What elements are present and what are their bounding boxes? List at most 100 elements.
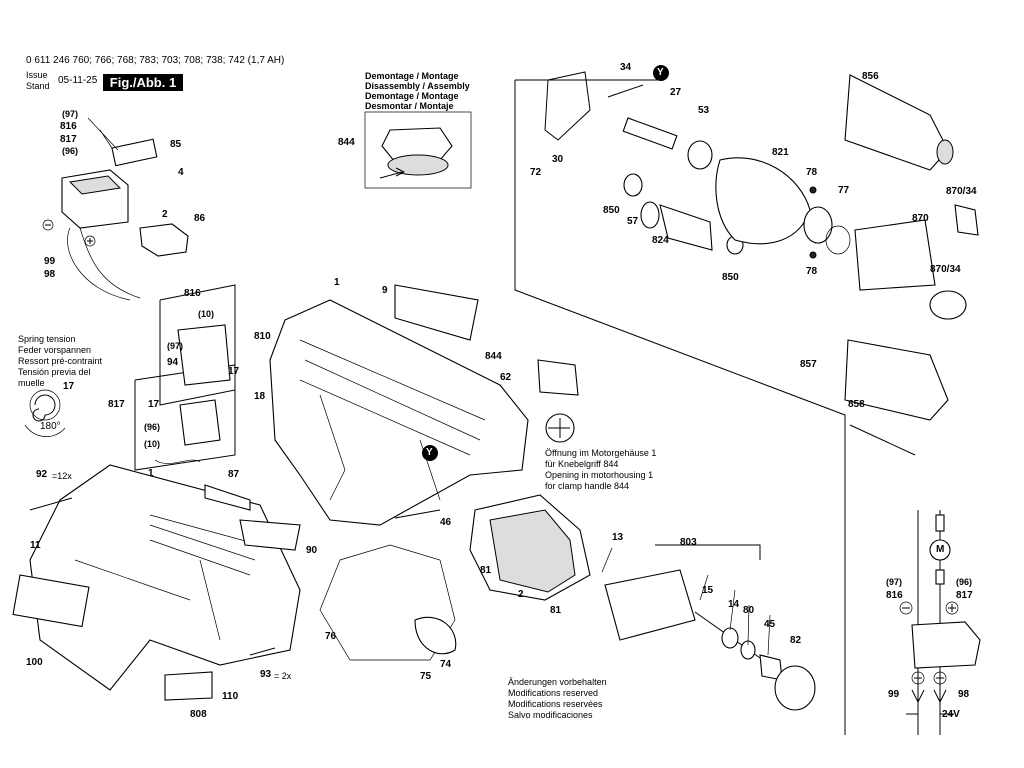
callout: 53 (698, 105, 710, 116)
callout: 817 (108, 399, 125, 410)
schematic-label: 816 (886, 590, 903, 601)
callout: 11 (30, 540, 41, 551)
callout: 1 (148, 468, 154, 479)
model-line: 0 611 246 760; 766; 768; 783; 703; 708; … (26, 55, 285, 66)
issue-label: Issue (26, 70, 48, 80)
callout: 77 (838, 185, 850, 196)
disassembly-note-1: Demontage / Montage (365, 71, 459, 81)
callout: 850 (722, 272, 739, 283)
callout: 78 (806, 266, 818, 277)
y-marker: Y (657, 67, 664, 78)
schematic-label: 98 (958, 689, 970, 700)
callout: 57 (627, 216, 639, 227)
opening-note-2: für Knebelgriff 844 (545, 459, 619, 469)
callout: 100 (26, 657, 43, 668)
callout: 13 (612, 532, 624, 543)
callout: 75 (420, 671, 432, 682)
callout: 870 (912, 213, 929, 224)
callout: 856 (862, 71, 879, 82)
callout: (96) (144, 422, 161, 432)
callout: 81 (550, 605, 562, 616)
spring-note-1: Spring tension (18, 334, 76, 344)
callout: 17 (148, 399, 160, 410)
callout: 9 (382, 285, 388, 296)
schematic-label: (97) (886, 577, 903, 587)
opening-note-4: for clamp handle 844 (545, 481, 630, 491)
callout: 78 (806, 167, 818, 178)
disassembly-note-3: Demontage / Montage (365, 91, 459, 101)
callout: 90 (306, 545, 318, 556)
callout: 74 (440, 659, 452, 670)
opening-note-1: Öffnung im Motorgehäuse 1 (545, 448, 657, 458)
schematic-label: 99 (888, 689, 900, 700)
callout: 850 (603, 205, 620, 216)
callout: 34 (620, 62, 632, 73)
callout: 72 (530, 167, 542, 178)
callout: 94 (167, 357, 179, 368)
changes-note-3: Modifications reservées (508, 699, 603, 709)
callout: 844 (485, 351, 502, 362)
callout: 110 (222, 691, 239, 702)
callout: (97) (62, 109, 79, 119)
motor-icon (929, 539, 951, 561)
callout: (10) (144, 439, 161, 449)
schematic-label: (96) (956, 577, 973, 587)
callout: 62 (500, 372, 512, 383)
spring-note-2: Feder vorspannen (18, 345, 92, 355)
figure-label: Fig./Abb. 1 (103, 74, 183, 91)
spring-note-5: muelle (18, 378, 45, 388)
callout: 870/34 (930, 264, 961, 275)
spring-note-3: Ressort pré-contraint (18, 356, 103, 366)
callout: 821 (772, 147, 789, 158)
callout: 858 (848, 399, 865, 410)
callout: 17 (228, 366, 240, 377)
opening-note-3: Opening in motorhousing 1 (545, 470, 654, 480)
motor-symbol: M (936, 544, 945, 555)
callout: = 2x (274, 671, 292, 681)
callout: 1 (334, 277, 340, 288)
callout: 810 (254, 331, 271, 342)
callout: 14 (728, 599, 740, 610)
schematic-label: 24V (942, 709, 960, 720)
callout: 816 (184, 288, 201, 299)
callout: 45 (764, 619, 776, 630)
callout: (96) (62, 146, 79, 156)
schematic-label: 817 (956, 590, 973, 601)
callout: =12x (52, 471, 72, 481)
changes-note-1: Änderungen vorbehalten (508, 677, 607, 687)
y-marker: Y (426, 447, 433, 458)
angle-label: 180° (40, 421, 61, 432)
armature (604, 569, 696, 641)
callout: 30 (552, 154, 564, 165)
disassembly-note-2: Disassembly / Assembly (365, 81, 470, 91)
callout: 76 (325, 631, 337, 642)
callout: 803 (680, 537, 697, 548)
callout: 93 (260, 669, 272, 680)
callout: 15 (702, 585, 714, 596)
callout: 81 (480, 565, 492, 576)
callout: 857 (800, 359, 817, 370)
changes-note-2: Modifications reserved (508, 688, 599, 698)
issue-date: 05-11-25 (58, 75, 98, 86)
motor-housing (269, 299, 529, 526)
callout: (97) (167, 341, 184, 351)
callout: 85 (170, 139, 182, 150)
callout: 870/34 (946, 186, 977, 197)
callout: 824 (652, 235, 669, 246)
callout: (10) (198, 309, 215, 319)
callout: 99 (44, 256, 56, 267)
callout: 46 (440, 517, 452, 528)
callout: 80 (743, 605, 755, 616)
callout: 816 (60, 121, 77, 132)
callout: 2 (162, 209, 168, 220)
callout: 4 (178, 167, 184, 178)
callout: 17 (63, 381, 75, 392)
callout: 98 (44, 269, 56, 280)
callout: 86 (194, 213, 206, 224)
callout: 18 (254, 391, 266, 402)
callout: 817 (60, 134, 77, 145)
callout: 2 (518, 589, 524, 600)
callout: 82 (790, 635, 802, 646)
callout: 808 (190, 709, 207, 720)
